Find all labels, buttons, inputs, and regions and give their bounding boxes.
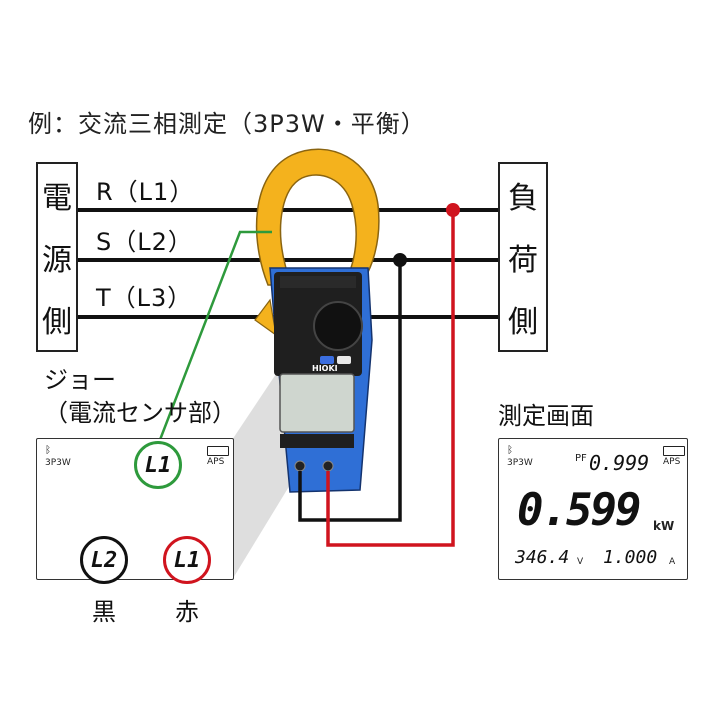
pf-value: 0.999	[589, 451, 650, 475]
voltage-value: 346.4	[515, 547, 570, 568]
load-char-2: 荷	[508, 243, 538, 278]
jaw-link-line	[156, 230, 272, 446]
left-aps-text: APS	[207, 457, 225, 467]
meter-lcd	[279, 373, 355, 433]
battery-icon-right	[663, 446, 685, 456]
red-lead-tip	[446, 203, 460, 217]
jaw-caption-line1: ジョー	[44, 366, 116, 394]
pf-label: PF	[575, 453, 587, 464]
right-mode-text: 3P3W	[507, 458, 533, 468]
line-label-r: R（L1）	[96, 178, 195, 206]
red-wire-caption: 赤	[175, 598, 199, 626]
source-char-2: 源	[42, 243, 72, 278]
power-unit: kW	[653, 519, 675, 533]
measurement-display-panel: ᛒ 3P3W APS PF 0.999 0.599 kW 346.4 V 1.0…	[498, 438, 688, 580]
meter-brand: HIOKI	[312, 364, 338, 373]
screen-title: 測定画面	[498, 402, 594, 430]
jaw-l1-circle: L1	[134, 441, 182, 489]
power-value: 0.599	[517, 485, 641, 536]
load-char-1: 負	[508, 181, 538, 216]
black-lead-tip	[393, 253, 407, 267]
source-char-3: 側	[42, 305, 72, 340]
load-box: 負 荷 側	[498, 162, 548, 352]
current-value: 1.000	[603, 547, 658, 568]
jaw-caption: ジョー （電流センサ部）	[44, 364, 236, 430]
black-wire-caption: 黒	[92, 598, 116, 626]
jaw-caption-line2: （電流センサ部）	[44, 399, 236, 427]
line-label-s: S（L2）	[96, 228, 193, 256]
left-mode-text: 3P3W	[45, 458, 71, 468]
black-l2-circle: L2	[80, 536, 128, 584]
battery-icon	[207, 446, 229, 456]
rotary-dial	[313, 301, 363, 351]
page-title: 例：交流三相測定（3P3W・平衡）	[28, 110, 426, 138]
bluetooth-icon-right: ᛒ	[507, 445, 513, 456]
black-lead	[298, 260, 402, 522]
load-char-3: 側	[508, 305, 538, 340]
voltage-unit: V	[577, 557, 584, 567]
source-char-1: 電	[42, 181, 72, 216]
right-aps-text: APS	[663, 457, 681, 467]
power-source-box: 電 源 側	[36, 162, 78, 352]
meter-body: HIOKI	[269, 267, 373, 493]
current-unit: A	[669, 557, 676, 567]
bluetooth-icon: ᛒ	[45, 445, 51, 456]
red-lead	[326, 210, 455, 547]
line-label-t: T（L3）	[96, 284, 193, 312]
red-l1-circle: L1	[163, 536, 211, 584]
